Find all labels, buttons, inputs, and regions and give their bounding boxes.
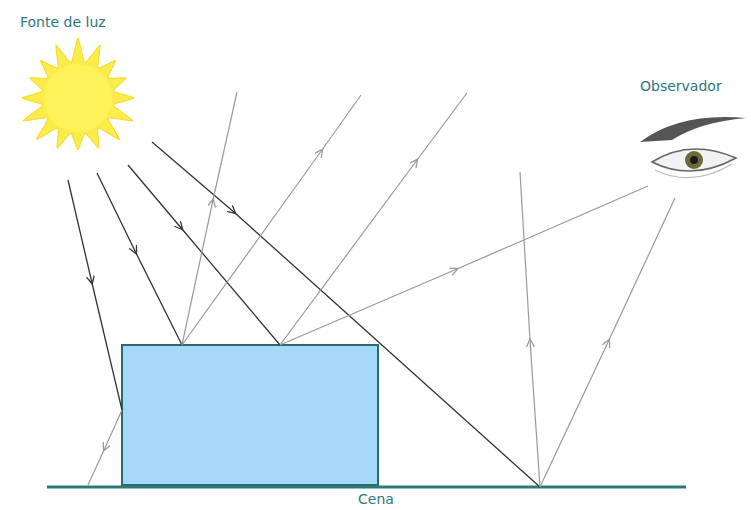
- sun-disc: [44, 64, 112, 132]
- light-source-label: Fonte de luz: [20, 14, 106, 31]
- sun-outline: [22, 38, 134, 150]
- ground-line: [47, 486, 686, 489]
- eye-symbol: [640, 117, 746, 178]
- incident-rays: [68, 142, 540, 487]
- scene-box: [122, 345, 378, 485]
- observer-label: Observador: [640, 78, 722, 95]
- sun-symbol: [22, 38, 134, 150]
- reflected-rays: [88, 92, 675, 487]
- scene-label: Cena: [358, 491, 394, 508]
